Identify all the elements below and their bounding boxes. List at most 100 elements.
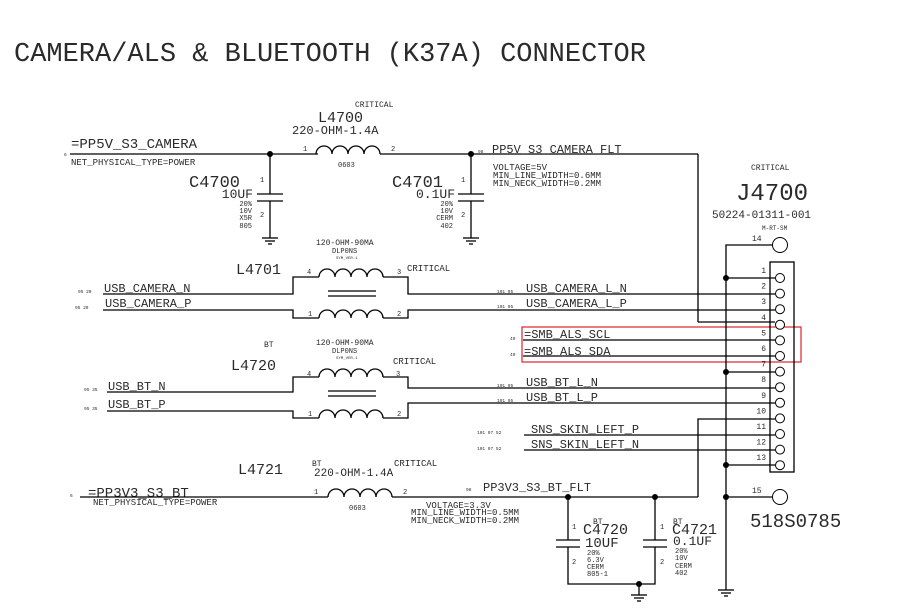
net-label-pp5v-camera-flt[interactable]: PP5V_S3_CAMERA_FLT <box>492 143 622 157</box>
c4701-value: 0.1UF <box>416 187 455 202</box>
choke-coil <box>318 409 384 419</box>
cap-spec: 20% <box>675 548 688 556</box>
net-ref: 101 95 <box>497 398 514 404</box>
wire <box>383 376 775 389</box>
cap-spec: CERM <box>436 215 453 223</box>
inductor-coil <box>315 145 381 155</box>
pin-number: 1 <box>260 177 264 185</box>
net-attr: VOLTAGE=3.3V <box>426 501 491 511</box>
pin-number: 7 <box>761 361 766 370</box>
ground-icon <box>631 594 647 602</box>
net-label-pp5v-camera[interactable]: =PP5V_S3_CAMERA <box>71 137 198 153</box>
net-attr: MIN_LINE_WIDTH=0.5MM <box>411 508 519 518</box>
pin-number: 2 <box>761 283 766 292</box>
pin-number: 5 <box>761 329 766 338</box>
pin-number: 4 <box>307 269 311 277</box>
cap-spec: 805 <box>239 223 252 231</box>
cap-spec: 402 <box>440 223 453 231</box>
wire <box>103 276 319 295</box>
page-title: CAMERA/ALS & BLUETOOTH (K37A) CONNECTOR <box>14 40 646 70</box>
bt-tag: BT <box>312 460 322 469</box>
l4721-value: 220-OHM-1.4A <box>314 468 394 480</box>
connector-pin-5 <box>775 335 785 346</box>
cap-spec: 402 <box>675 570 688 578</box>
connector-pin-11 <box>775 429 785 439</box>
pin-number: 1 <box>660 524 664 532</box>
net-ref: 98 <box>466 487 472 493</box>
net-label-usb-bt-l-n[interactable]: USB_BT_L_N <box>526 376 598 390</box>
net-ref: 49 <box>510 352 516 358</box>
connector-pin-8 <box>775 382 785 393</box>
c4700-value: 10UF <box>222 187 253 202</box>
connector-pin-7 <box>775 366 785 377</box>
pin-number: 14 <box>752 235 762 244</box>
net-label-usb-bt-n[interactable]: USB_BT_N <box>108 380 166 394</box>
net-attr: NET_PHYSICAL_TYPE=POWER <box>93 498 218 508</box>
net-label-sns-skin-left-n[interactable]: SNS_SKIN_LEFT_N <box>531 438 639 452</box>
net-label-pp3v3-bt-flt[interactable]: PP3V3_S3_BT_FLT <box>483 481 591 495</box>
c4720-ref: C4720 <box>583 522 628 539</box>
l4700-ref: L4700 <box>318 110 363 127</box>
bt-tag: BT <box>673 518 683 527</box>
wire <box>567 547 656 585</box>
connector-pin-3 <box>775 304 785 315</box>
net-label-usb-camera-p[interactable]: USB_CAMERA_P <box>105 297 191 311</box>
net-ref: 6 <box>64 152 67 158</box>
j4700-part: 50224-01311-001 <box>712 210 811 222</box>
c4701-ref: C4701 <box>392 174 443 193</box>
net-label-usb-camera-l-p[interactable]: USB_CAMERA_L_P <box>526 297 627 311</box>
wire <box>697 418 775 497</box>
choke-sym: SYM_VER-1 <box>336 257 358 261</box>
pin-number: 4 <box>307 371 311 379</box>
ground-icon <box>463 237 479 245</box>
ground-bus <box>725 244 773 590</box>
net-label-sns-skin-left-p[interactable]: SNS_SKIN_LEFT_P <box>531 423 639 437</box>
inductor-coil <box>327 488 393 498</box>
connector-pin-6 <box>775 351 785 361</box>
net-ref: 95 20 <box>78 289 92 295</box>
pin-number: 9 <box>761 392 766 401</box>
critical-tag: CRITICAL <box>394 459 437 469</box>
net-label-smb-als-scl[interactable]: =SMB_ALS_SCL <box>524 328 610 342</box>
cap-spec: 6.3V <box>587 557 605 565</box>
net-ref: 49 <box>510 336 516 342</box>
net-attr: MIN_LINE_WIDTH=0.6MM <box>493 171 601 181</box>
cap-spec: CERM <box>675 563 692 571</box>
net-label-usb-camera-l-n[interactable]: USB_CAMERA_L_N <box>526 282 627 296</box>
connector-pin-9 <box>775 397 785 408</box>
choke-part: DLP0NS <box>332 348 357 356</box>
wire <box>107 410 319 419</box>
net-label-usb-bt-l-p[interactable]: USB_BT_L_P <box>526 391 598 405</box>
choke-coil <box>318 268 384 278</box>
pin-number: 1 <box>308 411 312 419</box>
wire <box>383 309 775 319</box>
cap-spec: CERM <box>587 564 604 572</box>
pin-number: 1 <box>572 524 576 532</box>
pin-number: 10 <box>756 407 766 416</box>
net-ref: 95 20 <box>75 305 89 311</box>
c4721-value: 0.1UF <box>673 534 712 549</box>
net-label-smb-als-sda[interactable]: =SMB_ALS_SDA <box>524 345 611 359</box>
cap-spec: 20% <box>587 550 600 558</box>
cap-spec: 805-1 <box>587 571 608 579</box>
pin-number: 13 <box>756 454 766 463</box>
cap-spec: 20% <box>440 201 453 209</box>
net-ref: 101 95 <box>497 304 514 310</box>
net-ref: 101 95 <box>497 289 514 295</box>
connector-pin-13 <box>775 460 785 471</box>
j4700-package: M-RT-SM <box>762 225 788 232</box>
net-label-usb-camera-n[interactable]: USB_CAMERA_N <box>104 282 190 296</box>
wire <box>383 402 775 419</box>
pin-number: 4 <box>761 314 766 323</box>
net-label-usb-bt-p[interactable]: USB_BT_P <box>108 398 166 412</box>
cap-spec: 10V <box>239 208 252 216</box>
net-label-pp3v3-bt[interactable]: =PP3V3_S3_BT <box>88 486 189 502</box>
wire <box>103 309 319 319</box>
critical-tag: CRITICAL <box>355 101 394 110</box>
pin-number: 2 <box>391 146 395 154</box>
pin-number: 2 <box>461 212 465 220</box>
net-attr: MIN_NECK_WIDTH=0.2MM <box>493 179 601 189</box>
net-ref: 101 97 52 <box>477 430 502 436</box>
c4700-ref: C4700 <box>189 174 240 193</box>
